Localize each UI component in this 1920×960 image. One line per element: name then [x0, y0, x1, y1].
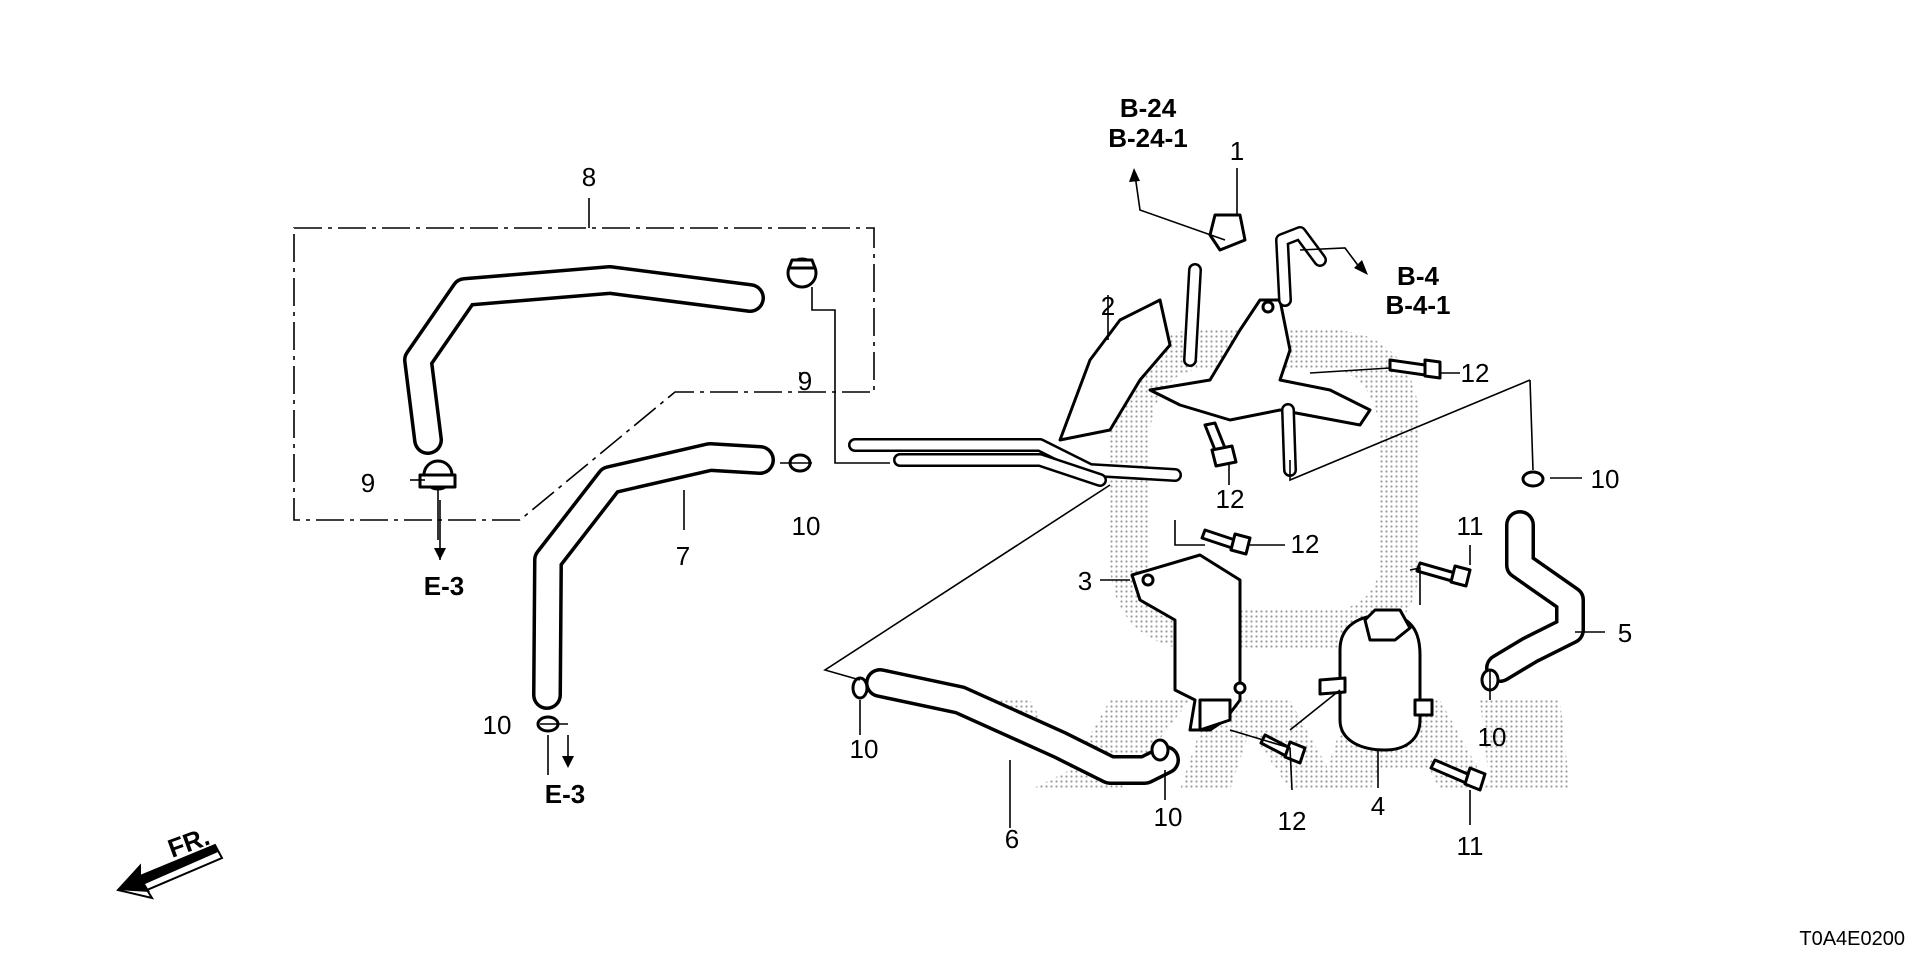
hose-5[interactable] — [1485, 510, 1585, 683]
hose-7[interactable] — [532, 442, 775, 710]
part-number-6: 6 — [1005, 824, 1019, 854]
bracket-3[interactable] — [1130, 553, 1247, 732]
clip-10c[interactable] — [851, 676, 869, 700]
part-number-10: 10 — [792, 511, 821, 541]
part-number-12: 12 — [1291, 529, 1320, 559]
part-number-9: 9 — [361, 468, 375, 498]
clip-1[interactable] — [1208, 213, 1247, 252]
solenoid-valve-4[interactable] — [1318, 608, 1434, 752]
bolt-12a[interactable] — [1388, 358, 1442, 380]
part-number-10: 10 — [850, 734, 879, 764]
part-number-5: 5 — [1618, 618, 1632, 648]
part-number-8: 8 — [582, 162, 596, 192]
bolt-11b[interactable] — [1429, 758, 1487, 792]
part-number-7: 7 — [676, 541, 690, 571]
part-number-10: 10 — [1591, 464, 1620, 494]
reference-b24-1: B-24-1 — [1108, 123, 1187, 153]
part-number-12: 12 — [1461, 358, 1490, 388]
part-number-12: 12 — [1278, 806, 1307, 836]
kit-boundary-box — [293, 227, 875, 521]
reference-e3: E-3 — [545, 779, 585, 809]
reference-b4-1: B-4-1 — [1385, 290, 1450, 320]
bolt-12b[interactable] — [1203, 421, 1238, 468]
bolt-12c[interactable] — [1200, 528, 1252, 556]
clamp-9a[interactable] — [786, 257, 818, 289]
part-number-11: 11 — [1457, 831, 1484, 861]
clip-10f[interactable] — [1521, 470, 1545, 488]
diagram-code: T0A4E0200 — [1799, 928, 1905, 950]
clamp-9b[interactable] — [418, 459, 457, 491]
clip-10d[interactable] — [1150, 738, 1170, 762]
part-number-10: 10 — [1478, 722, 1507, 752]
part-number-10: 10 — [1154, 802, 1183, 832]
pipe-assembly-2[interactable] — [848, 226, 1372, 487]
part-number-2: 2 — [1101, 291, 1115, 321]
arrowheads — [434, 168, 1368, 768]
part-number-11: 11 — [1457, 511, 1484, 541]
part-number-3: 3 — [1078, 566, 1092, 596]
part-number-10: 10 — [483, 710, 512, 740]
leader-lines — [410, 168, 1605, 828]
hose-8[interactable] — [403, 265, 765, 455]
part-number-9: 9 — [798, 366, 812, 396]
part-number-4: 4 — [1371, 791, 1385, 821]
reference-b24: B-24 — [1120, 93, 1177, 123]
part-number-1: 1 — [1230, 136, 1244, 166]
hose-6[interactable] — [865, 668, 1180, 785]
reference-b4: B-4 — [1397, 261, 1439, 291]
bolt-11a[interactable] — [1415, 561, 1472, 588]
part-number-12: 12 — [1216, 484, 1245, 514]
reference-e3: E-3 — [424, 571, 464, 601]
front-arrow-icon — [116, 843, 224, 900]
